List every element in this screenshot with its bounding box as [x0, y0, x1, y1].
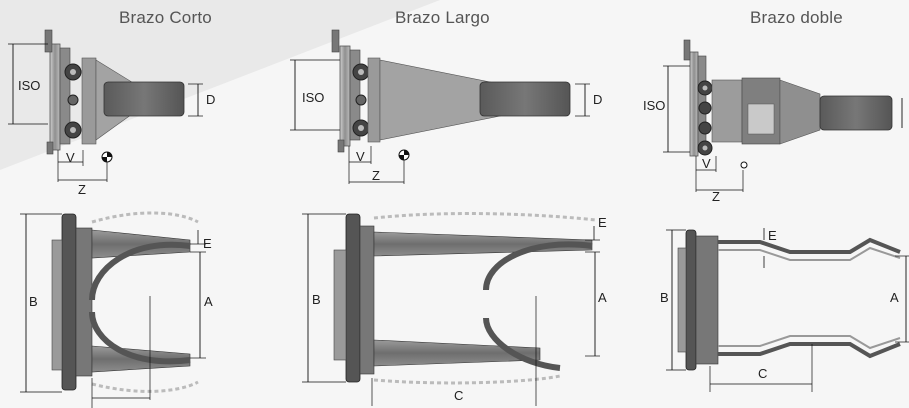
side-view-short-arm	[8, 29, 203, 182]
dim-v-long: V	[356, 149, 365, 164]
dim-b-double: B	[660, 290, 669, 305]
dim-iso-double: ISO	[643, 98, 665, 113]
top-view-long-arm	[302, 212, 600, 406]
dim-z-double: Z	[712, 189, 720, 204]
side-view-long-arm	[290, 29, 590, 184]
dim-z-long: Z	[372, 168, 380, 183]
title-long-arm: Brazo Largo	[395, 8, 490, 27]
dim-z-short: Z	[78, 182, 86, 197]
dim-c-double: C	[758, 366, 767, 381]
dim-b-long: B	[312, 292, 321, 307]
title-double-arm: Brazo doble	[750, 8, 843, 27]
dim-a-short: A	[204, 294, 213, 309]
side-view-double-arm	[663, 39, 903, 192]
dim-b-short: B	[29, 294, 38, 309]
dim-a-double: A	[890, 290, 899, 305]
dim-iso-long: ISO	[302, 90, 324, 105]
dim-d-short: D	[206, 92, 215, 107]
dim-c-long: C	[454, 388, 463, 403]
dim-e-short: E	[203, 236, 212, 251]
dim-e-long: E	[598, 215, 607, 230]
dim-v-short: V	[66, 150, 75, 165]
title-short-arm: Brazo Corto	[119, 8, 212, 27]
dim-iso-short: ISO	[18, 78, 40, 93]
dim-a-long: A	[598, 290, 607, 305]
dim-v-double: V	[702, 156, 711, 171]
dim-e-double: E	[768, 228, 777, 243]
top-view-short-arm	[20, 211, 206, 408]
dim-d-long: D	[593, 92, 602, 107]
top-view-double-arm	[666, 228, 909, 392]
